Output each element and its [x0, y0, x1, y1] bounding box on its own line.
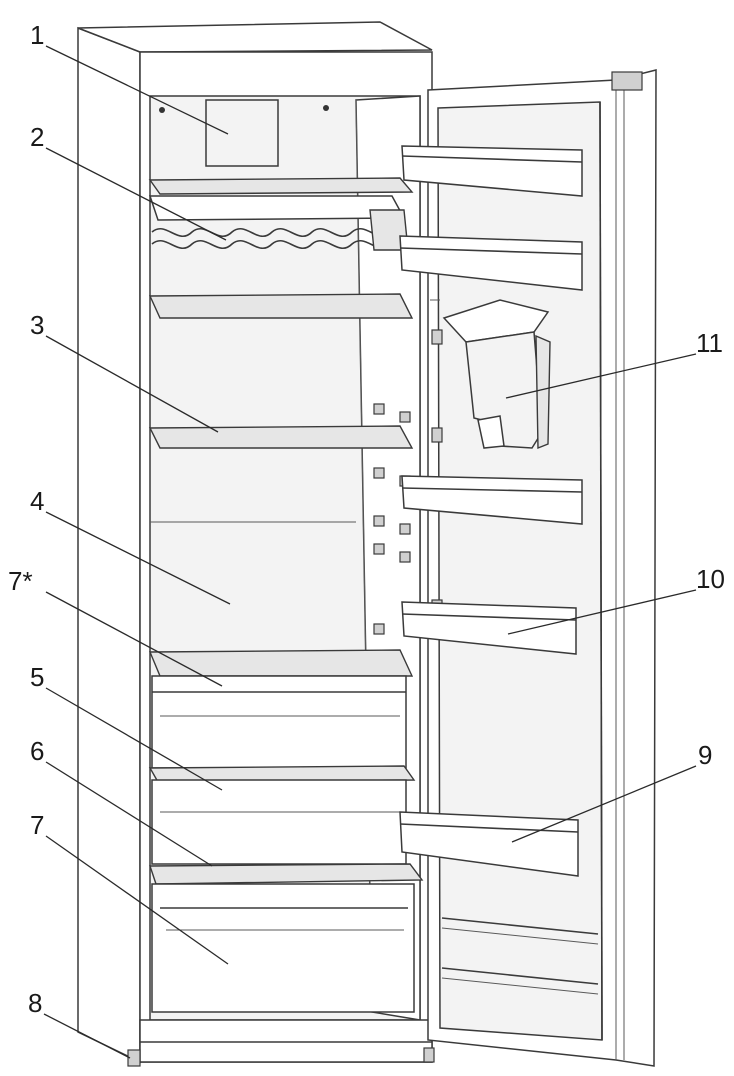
callout-3: 3: [30, 310, 44, 340]
callout-9: 9: [698, 740, 712, 770]
leader-3: [45, 335, 219, 433]
callout-4: 4: [30, 486, 44, 516]
callout-2: 2: [30, 122, 44, 152]
callout-1: 1: [30, 20, 44, 50]
door: [427, 69, 657, 1067]
callout-5: 5: [30, 662, 44, 692]
drawers: [148, 675, 424, 1013]
leader-2: [45, 147, 227, 241]
leader-9: [511, 765, 697, 843]
leader-10: [507, 589, 697, 635]
crisper-cover-shelf: [148, 649, 414, 677]
callout-7s: 7*: [8, 566, 33, 596]
door-shelves: [399, 145, 599, 995]
leader-8: [43, 1013, 131, 1059]
callout-labels: 1 2 3 4 7* 5 6 7 8 11 10 9: [8, 20, 725, 1018]
fan-light-unit: [159, 99, 329, 167]
leader-1: [45, 45, 229, 135]
glass-shelves: [148, 293, 414, 635]
callout-8: 8: [28, 988, 42, 1018]
wine-rack: [148, 195, 409, 251]
leader-5: [45, 687, 223, 791]
leader-7: [45, 835, 229, 965]
leader-4: [45, 511, 231, 605]
leader-7s: [45, 591, 223, 687]
leader-11: [505, 353, 697, 399]
leader-6: [45, 761, 213, 867]
leader-lines: [43, 45, 697, 1059]
callout-11: 11: [696, 328, 723, 358]
shelf-top: [148, 177, 414, 195]
callout-10: 10: [696, 564, 725, 594]
callout-6: 6: [30, 736, 44, 766]
callout-7: 7: [30, 810, 44, 840]
water-dispenser: [442, 299, 551, 450]
